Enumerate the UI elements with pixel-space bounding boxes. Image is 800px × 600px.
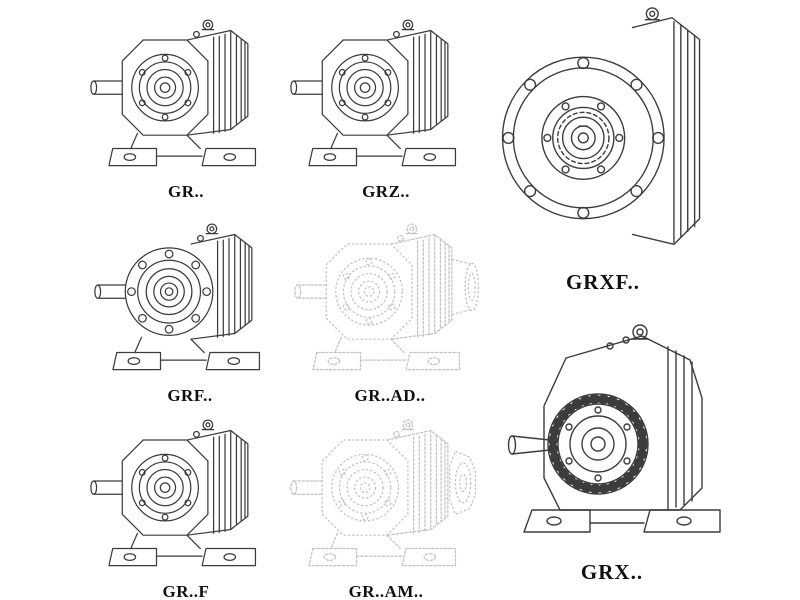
figure-gr-f: GR..F <box>86 402 286 600</box>
gr-ad-gearbox-drawing <box>294 223 480 371</box>
grxf-gearbox-drawing <box>501 7 701 246</box>
figure-label-gr-f: GR..F <box>162 582 210 600</box>
figure-gr: GR.. <box>86 2 286 202</box>
figure-label-gr-am: GR..AM.. <box>348 582 424 600</box>
figure-label-grx: GRX.. <box>580 560 644 584</box>
grz-gearbox-drawing <box>290 19 457 167</box>
figure-label-gr-ad: GR..AD.. <box>354 386 426 405</box>
gr-f-gearbox-drawing <box>90 419 257 567</box>
figure-grz: GRZ.. <box>286 2 486 202</box>
figure-label-grxf: GRXF.. <box>565 270 641 294</box>
grf-gearbox-drawing <box>94 223 261 371</box>
figure-label-grz: GRZ.. <box>362 182 410 201</box>
gr-am-gearbox-drawing <box>290 419 477 567</box>
gr-gearbox-drawing <box>90 19 257 167</box>
figure-grxf: GRXF.. <box>492 0 714 295</box>
figure-grx: GRX.. <box>490 294 734 585</box>
figure-label-grf: GRF.. <box>167 386 213 405</box>
figure-gr-ad: GR..AD.. <box>288 206 492 406</box>
figure-label-gr: GR.. <box>168 182 204 201</box>
grx-gearbox-drawing <box>492 294 732 556</box>
figure-gr-am: GR..AM.. <box>284 402 488 600</box>
figure-grf: GRF.. <box>90 206 290 406</box>
